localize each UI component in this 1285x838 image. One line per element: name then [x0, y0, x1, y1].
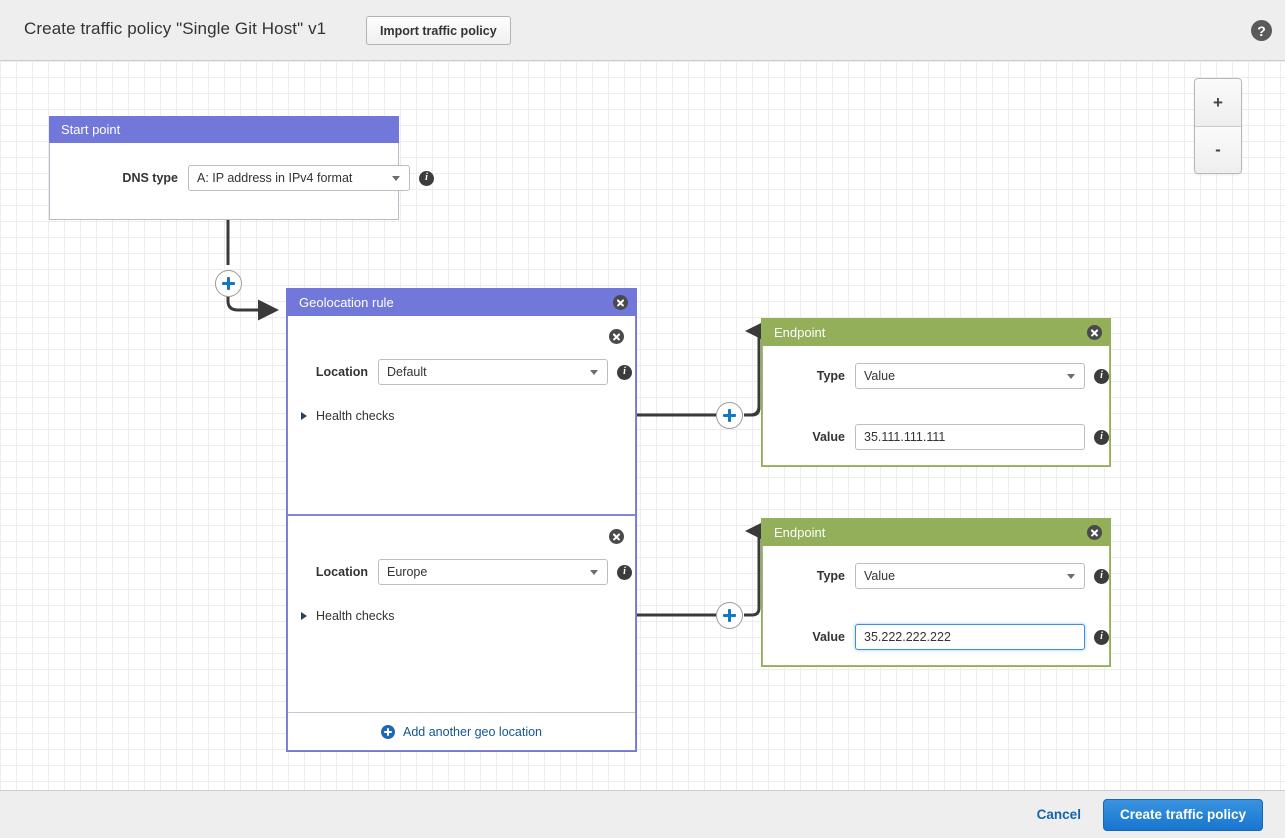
endpoint-type-info-icon[interactable]: i	[1094, 568, 1109, 584]
geo-location-section: Location Europe i Health checks	[288, 514, 635, 712]
page-title: Create traffic policy "Single Git Host" …	[24, 19, 327, 38]
endpoint-value-label: Value	[812, 430, 845, 444]
chevron-down-icon	[590, 570, 598, 575]
geolocation-rule-header: Geolocation rule	[287, 289, 636, 316]
endpoint-value-text: 35.222.222.222	[864, 630, 951, 644]
canvas-zoom-controls[interactable]: + -	[1194, 78, 1242, 174]
add-node-button[interactable]	[716, 402, 743, 429]
geo-location-section: Location Default i Health checks	[288, 316, 635, 514]
app-header: Create traffic policy "Single Git Host" …	[0, 0, 1285, 61]
location-select[interactable]: Default	[378, 359, 608, 385]
chevron-right-icon	[301, 412, 307, 420]
endpoint-type-select[interactable]: Value	[855, 363, 1085, 389]
add-geo-location-label: Add another geo location	[403, 724, 542, 739]
endpoint-type-label: Type	[816, 369, 845, 383]
endpoint-header: Endpoint	[762, 519, 1110, 546]
start-point-body: DNS type A: IP address in IPv4 format i	[49, 143, 434, 220]
plus-circle-icon	[381, 724, 395, 739]
health-checks-label: Health checks	[316, 609, 395, 623]
endpoint-title: Endpoint	[774, 325, 826, 340]
geolocation-rule-node[interactable]: Geolocation rule Location Default i Heal…	[286, 288, 637, 752]
remove-geo-location-icon[interactable]	[609, 529, 624, 544]
endpoint-body: Type Value i Value 35.111.111.111 i	[762, 346, 1110, 466]
dns-type-select[interactable]: A: IP address in IPv4 format	[188, 165, 410, 191]
footer-action-bar: Cancel Create traffic policy	[0, 790, 1285, 838]
connector-edges	[226, 220, 769, 617]
endpoint-value-info-icon[interactable]: i	[1094, 629, 1109, 645]
location-label: Location	[315, 365, 368, 379]
geolocation-rule-body: Location Default i Health checks Locatio…	[287, 316, 636, 751]
zoom-out-button[interactable]: -	[1195, 126, 1241, 173]
location-value: Default	[387, 365, 427, 379]
endpoint-type-value: Value	[864, 569, 896, 583]
cancel-button[interactable]: Cancel	[1036, 807, 1081, 822]
start-point-title: Start point	[61, 122, 121, 137]
health-checks-toggle[interactable]: Health checks	[301, 409, 395, 423]
start-point-header: Start point	[49, 116, 399, 143]
endpoint-body: Type Value i Value 35.222.222.222 i	[762, 546, 1110, 666]
dns-type-label: DNS type	[122, 171, 178, 185]
endpoint-node[interactable]: Endpoint Type Value i Value 35.111.111.1…	[761, 318, 1111, 467]
endpoint-type-select[interactable]: Value	[855, 563, 1085, 589]
remove-geo-location-icon[interactable]	[609, 329, 624, 344]
endpoint-value-input[interactable]: 35.111.111.111	[855, 424, 1085, 450]
location-info-icon[interactable]: i	[617, 564, 632, 580]
chevron-down-icon	[1067, 574, 1075, 579]
endpoint-value-label: Value	[812, 630, 845, 644]
endpoint-title: Endpoint	[774, 525, 826, 540]
dns-type-info-icon[interactable]: i	[419, 170, 434, 186]
add-node-button[interactable]	[716, 602, 743, 629]
endpoint-value-input[interactable]: 35.222.222.222	[855, 624, 1085, 650]
chevron-right-icon	[301, 612, 307, 620]
start-point-node[interactable]: Start point DNS type A: IP address in IP…	[49, 116, 434, 220]
policy-canvas[interactable]: + - Start point DNS type A: IP address i…	[0, 61, 1285, 790]
health-checks-toggle[interactable]: Health checks	[301, 609, 395, 623]
health-checks-label: Health checks	[316, 409, 395, 423]
dns-type-value: A: IP address in IPv4 format	[197, 171, 353, 185]
add-geo-location-button[interactable]: Add another geo location	[288, 712, 635, 750]
create-traffic-policy-button[interactable]: Create traffic policy	[1102, 798, 1263, 831]
geolocation-rule-title: Geolocation rule	[299, 295, 394, 310]
chevron-down-icon	[590, 370, 598, 375]
add-node-button[interactable]	[215, 270, 242, 297]
endpoint-type-info-icon[interactable]: i	[1094, 368, 1109, 384]
endpoint-value-info-icon[interactable]: i	[1094, 429, 1109, 445]
endpoint-header: Endpoint	[762, 319, 1110, 346]
chevron-down-icon	[392, 176, 400, 181]
chevron-down-icon	[1067, 374, 1075, 379]
location-label: Location	[315, 565, 368, 579]
location-info-icon[interactable]: i	[617, 364, 632, 380]
location-select[interactable]: Europe	[378, 559, 608, 585]
close-icon[interactable]	[613, 295, 628, 310]
endpoint-type-label: Type	[816, 569, 845, 583]
import-traffic-policy-button[interactable]: Import traffic policy	[366, 16, 511, 45]
endpoint-type-value: Value	[864, 369, 896, 383]
location-value: Europe	[387, 565, 428, 579]
zoom-in-button[interactable]: +	[1195, 79, 1241, 126]
endpoint-value-text: 35.111.111.111	[864, 430, 946, 444]
close-icon[interactable]	[1087, 325, 1102, 340]
endpoint-node[interactable]: Endpoint Type Value i Value 35.222.222.2…	[761, 518, 1111, 667]
help-icon[interactable]: ?	[1251, 20, 1272, 41]
close-icon[interactable]	[1087, 525, 1102, 540]
